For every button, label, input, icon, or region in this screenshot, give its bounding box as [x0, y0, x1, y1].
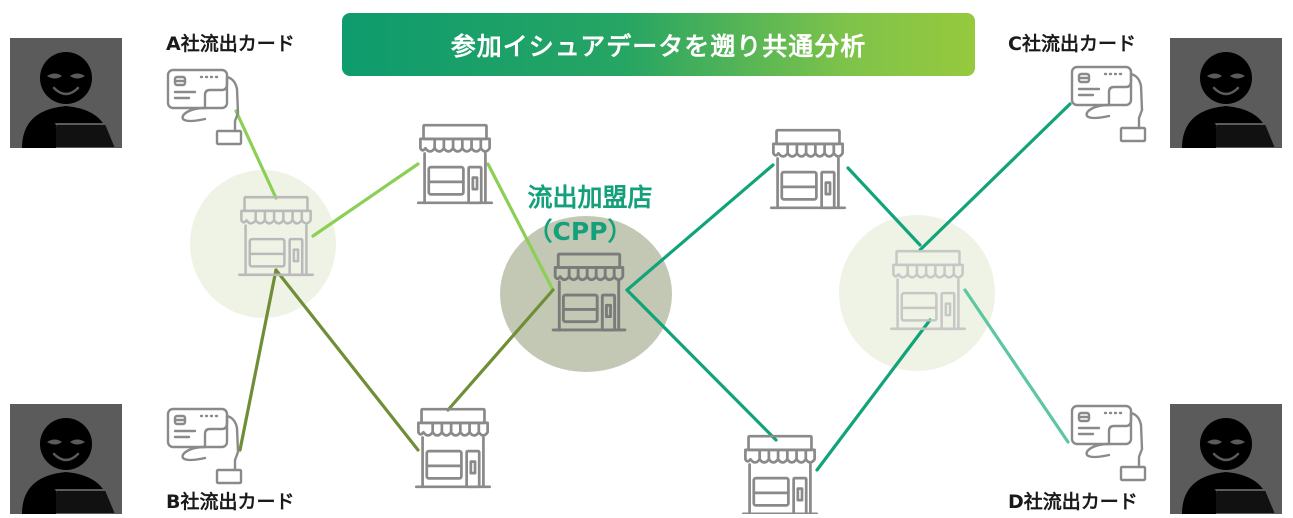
edge-cardc-right	[918, 102, 1072, 252]
shop-icon-bottom	[414, 407, 492, 489]
edge-cardb-shopleft	[238, 268, 278, 452]
hacker-icon-d	[1170, 404, 1282, 514]
edge-shopbottom-cpp	[446, 288, 555, 412]
hacker-icon-c	[1170, 38, 1282, 148]
cpp-abbr-label: （CPP）	[527, 217, 633, 246]
shop-icon-top	[416, 123, 494, 205]
edge-cpp-shopuppermid	[625, 163, 775, 292]
title-text: 参加イシュアデータを遡り共通分析	[450, 31, 867, 61]
edge-shopuppermid-right	[846, 166, 922, 247]
card-hand-icon-c	[1070, 65, 1147, 143]
card-label-b: B社流出カード	[166, 491, 295, 513]
edge-carda-shopleft	[234, 109, 278, 200]
edge-shoplowermid-right	[815, 318, 932, 472]
hacker-icon-a	[10, 38, 122, 148]
card-label-c: C社流出カード	[1008, 33, 1136, 55]
shop-icon-upper-mid	[769, 128, 847, 210]
faded-circle-left	[190, 170, 336, 318]
card-label-d: D社流出カード	[1008, 491, 1138, 513]
card-hand-icon-d	[1070, 404, 1147, 482]
connection-lines	[234, 102, 1072, 472]
title-banner: 参加イシュアデータを遡り共通分析	[342, 13, 975, 76]
card-label-a: A社流出カード	[166, 33, 295, 55]
cpp-name-label: 流出加盟店	[527, 183, 653, 212]
edge-right-cardd	[963, 288, 1070, 444]
edge-shoptop-cpp	[486, 162, 555, 292]
edge-cpp-shoplowermid	[625, 288, 778, 442]
edge-shopleft-shopbottom	[274, 268, 420, 452]
card-hand-icon-b	[166, 407, 243, 485]
card-hand-icon-a	[166, 68, 243, 146]
edge-shopleft-shoptop	[311, 162, 420, 238]
hacker-icon-b	[10, 404, 122, 514]
shop-icon-lower-mid	[741, 434, 819, 516]
